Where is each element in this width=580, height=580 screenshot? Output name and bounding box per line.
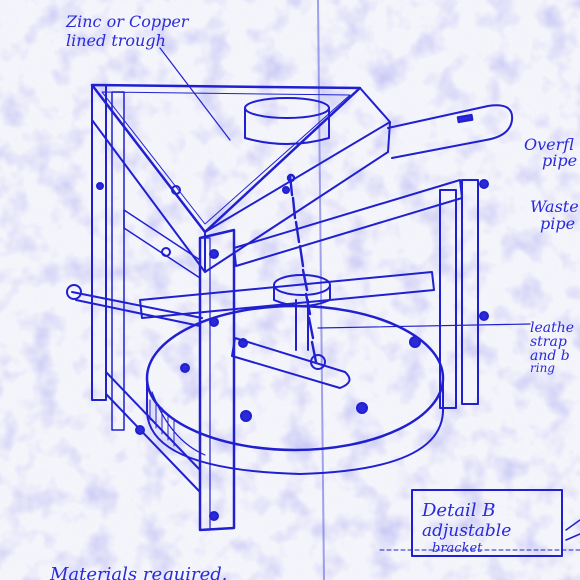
crank-arm (231, 337, 351, 389)
waste-label-line1: Waste (530, 197, 579, 216)
pivot-bolt (310, 354, 326, 370)
upper-rail (233, 179, 463, 267)
detail-b-subtitle2: bracket (432, 541, 483, 556)
upper-brace-left (123, 209, 201, 279)
detail-b-title: Detail B (421, 500, 496, 521)
fold-line (317, 0, 325, 580)
detail-b-subtitle: adjustable (422, 521, 511, 541)
overflow-label-line2: pipe (542, 151, 577, 170)
leather-label-line1: leathe (530, 320, 574, 336)
trough-label-line1: Zinc or Copper (65, 12, 190, 31)
cross-bar (139, 271, 435, 319)
overflow-label-line1: Overfl (524, 135, 574, 154)
leather-label-line3: and b (530, 348, 570, 364)
frame-bolts (96, 179, 489, 521)
lower-brace-left (105, 371, 201, 493)
base-disc (145, 304, 445, 475)
materials-heading: Materials required. (49, 564, 228, 580)
leather-label-line4: ring (530, 361, 555, 375)
leather-label-line2: strap (530, 334, 567, 350)
tie-rod-knob (66, 284, 82, 300)
trough (90, 83, 391, 273)
trough-label-line2: lined trough (66, 31, 166, 50)
leader-lines (159, 47, 531, 329)
chain (286, 173, 318, 364)
detail-b-box (411, 489, 563, 557)
tie-rod (71, 291, 203, 327)
lever-handle (387, 104, 514, 159)
waste-label-line2: pipe (540, 214, 575, 233)
